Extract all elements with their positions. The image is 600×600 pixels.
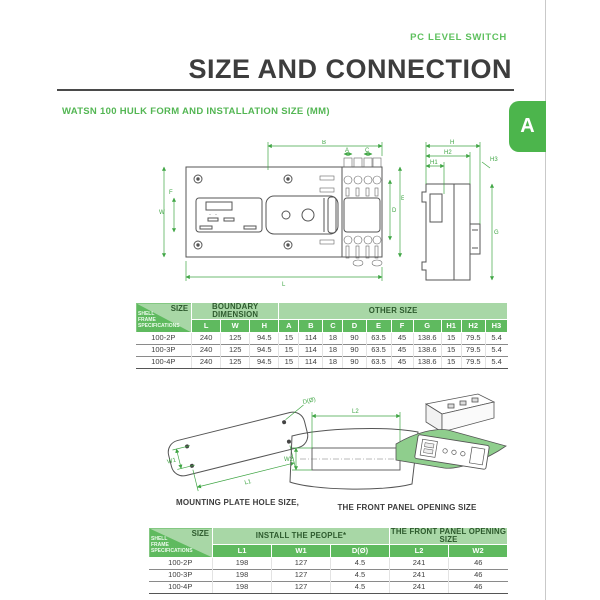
dimension-table: SIZE SHELL FRAME SPECIFICATIONS BOUNDARY… xyxy=(134,302,509,369)
page-title: SIZE AND CONNECTION xyxy=(188,54,512,84)
col-header: C xyxy=(322,318,344,333)
dim-label-b: B xyxy=(322,140,326,146)
col-header: E xyxy=(365,318,392,333)
group-header-other: OTHER SIZE xyxy=(278,302,508,320)
dim-label-w: W xyxy=(159,210,165,216)
dim-label-h: H xyxy=(450,140,454,146)
mounting-plate-drawing: L1 W1 D(Ø) xyxy=(167,397,316,492)
dim-label-l2: L2 xyxy=(352,409,359,415)
group-header-panel: THE FRONT PANEL OPENING SIZE xyxy=(388,527,509,545)
front-panel-opening-drawing: L2 W2 xyxy=(284,409,419,490)
table2-column-header-row: L1 W1 D(Ø) L2 W2 xyxy=(149,543,509,558)
dim-label-g: G xyxy=(494,230,499,236)
front-view-dimensions xyxy=(161,142,403,281)
spec-cell: 100-2P xyxy=(135,331,192,345)
col-header: W xyxy=(220,318,251,333)
dim-label-a: A xyxy=(345,148,349,154)
col-header: H3 xyxy=(484,318,509,333)
page-edge-line xyxy=(545,0,546,600)
dim-label-f: F xyxy=(169,190,173,196)
spec-cell: 100-3P xyxy=(148,568,213,582)
col-header: L2 xyxy=(389,543,449,558)
col-header: H xyxy=(249,318,280,333)
panel-dimensions xyxy=(292,412,401,471)
title-rule xyxy=(57,89,514,91)
dim-label-w2: W2 xyxy=(284,457,294,463)
mounting-plate-caption: MOUNTING PLATE HOLE SIZE, xyxy=(175,498,300,507)
dim-label-c: C xyxy=(365,148,370,154)
front-view-drawing: W F B A C L D E xyxy=(159,140,404,288)
corner-spec-label: SHELL FRAME SPECIFICATIONS xyxy=(138,311,180,329)
terminal-details xyxy=(319,157,383,267)
col-header: G xyxy=(412,318,442,333)
eyebrow-label: PC LEVEL SWITCH xyxy=(410,32,507,43)
spec-cell: 100-2P xyxy=(148,556,213,570)
side-view-dimensions xyxy=(425,142,495,281)
plate-dimensions xyxy=(172,404,304,492)
install-table: SIZE SHELL FRAME SPECIFICATIONS INSTALL … xyxy=(148,527,509,594)
front-panel-caption: THE FRONT PANEL OPENING SIZE xyxy=(337,503,477,512)
col-header: D xyxy=(342,318,367,333)
spec-cell: 100-3P xyxy=(135,343,192,357)
col-header: D(Ø) xyxy=(330,543,390,558)
dim-label-l1: L1 xyxy=(244,479,253,487)
dim-label-h1: H1 xyxy=(430,160,438,166)
dim-label-l: L xyxy=(282,282,286,288)
section-subtitle: WATSN 100 HULK FORM AND INSTALLATION SIZ… xyxy=(62,106,330,117)
col-header: L xyxy=(191,318,222,333)
group-header-install: INSTALL THE PEOPLE* xyxy=(212,527,390,545)
table2-corner-cell: SIZE SHELL FRAME SPECIFICATIONS xyxy=(148,527,213,558)
col-header: L1 xyxy=(212,543,272,558)
corner-size-label: SIZE xyxy=(170,304,189,313)
corner-spec-label: SHELL FRAME SPECIFICATIONS xyxy=(151,536,193,554)
spec-cell: 100-4P xyxy=(148,580,213,594)
col-header: B xyxy=(298,318,324,333)
group-header-boundary: BOUNDARY DIMENSION xyxy=(191,302,280,320)
col-header: W1 xyxy=(271,543,331,558)
col-header: F xyxy=(390,318,414,333)
corner-size-label: SIZE xyxy=(191,529,209,538)
col-header: H2 xyxy=(460,318,486,333)
spec-cell: 100-4P xyxy=(135,355,192,369)
dim-label-d-hole: D(Ø) xyxy=(302,397,316,406)
side-profile-outline xyxy=(421,183,481,281)
dim-label-e: E xyxy=(401,196,404,202)
table1-corner-cell: SIZE SHELL FRAME SPECIFICATIONS xyxy=(134,302,193,333)
installed-3d-view xyxy=(395,393,507,470)
dim-label-h3: H3 xyxy=(490,157,498,163)
col-header: H1 xyxy=(440,318,462,333)
dim-label-w1: W1 xyxy=(167,457,178,465)
col-header: A xyxy=(278,318,300,333)
dim-label-h2: H2 xyxy=(444,150,452,156)
switch-body-outline xyxy=(185,166,383,258)
side-view-drawing: H H2 H1 H3 G xyxy=(421,140,499,281)
col-header: W2 xyxy=(447,543,509,558)
section-index-tab: A xyxy=(509,101,546,152)
dim-label-d: D xyxy=(392,208,397,214)
